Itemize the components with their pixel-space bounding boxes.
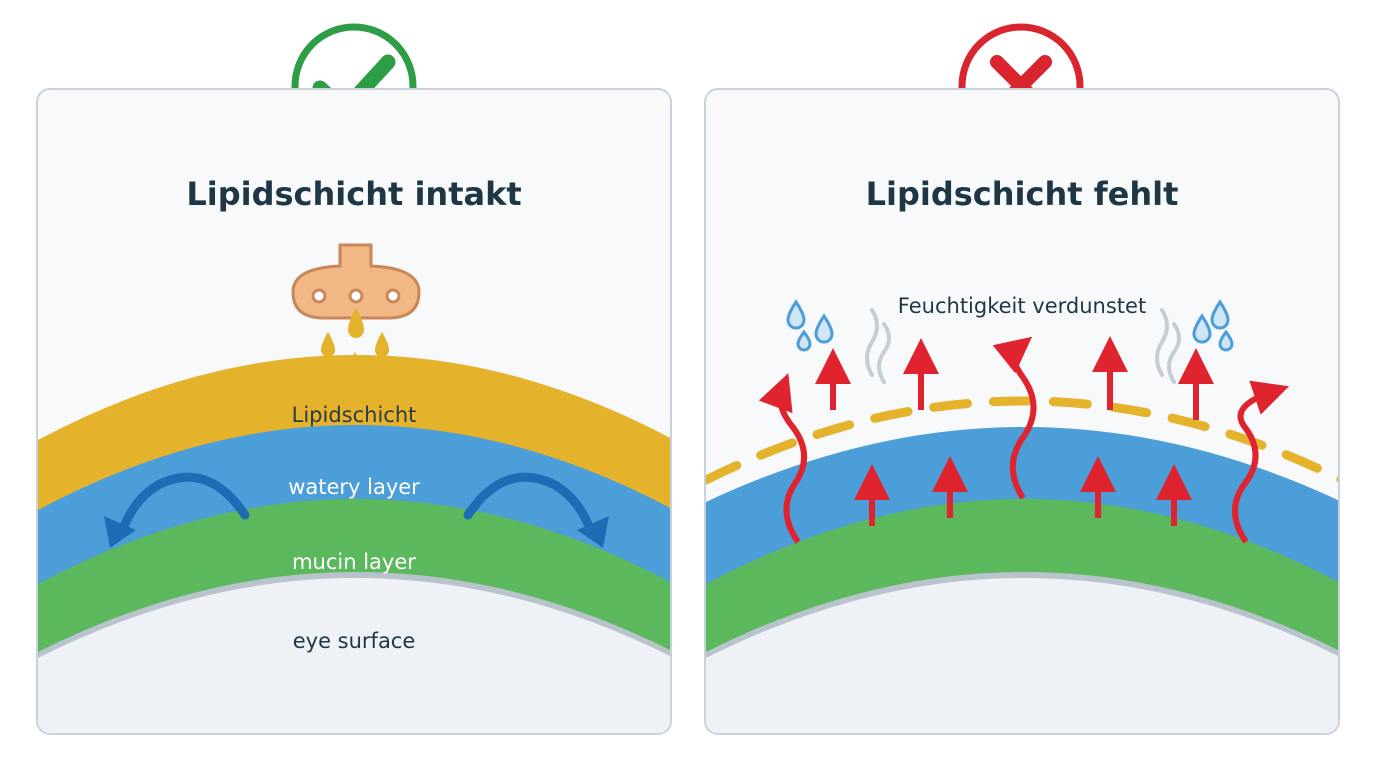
mucin-layer [38,499,670,652]
lipid-layer-label: Lipidschicht [291,403,417,427]
intact-tear-film-diagram [38,243,670,733]
evaporation-note: Feuchtigkeit verdunstet [897,294,1147,318]
gland-icon [291,243,421,320]
missing-lipid-panel: Lipidschicht fehlt Feuchtigkeit verdunst… [704,88,1340,735]
panel-title: Lipidschicht intakt [186,175,522,213]
watery-layer [38,425,670,586]
intact-lipid-panel: Lipidschicht intakt Lipidschicht watery … [36,88,672,735]
watery-layer-label: watery layer [288,475,420,499]
eye-surface-area [706,576,1338,733]
wavy-evaporation-arrows [758,336,1290,544]
water-drops-left-icon [786,299,834,352]
eye-surface-area [38,576,670,733]
panel-title: Lipidschicht fehlt [865,175,1179,213]
circulation-arrow-left-icon [104,472,250,548]
mucin-layer-label: mucin layer [292,550,416,574]
vapor-right-icon [1155,308,1181,384]
circulation-arrow-right-icon [463,472,609,548]
water-drops-right-icon [1192,299,1234,352]
lipid-layer [38,355,670,514]
evaporation-arrows [815,336,1214,526]
vapor-left-icon [865,308,891,384]
missing-lipid-diagram [706,299,1338,733]
mucin-layer [706,499,1338,652]
eye-surface-label: eye surface [292,629,416,653]
lipid-drops-icon [321,308,389,388]
